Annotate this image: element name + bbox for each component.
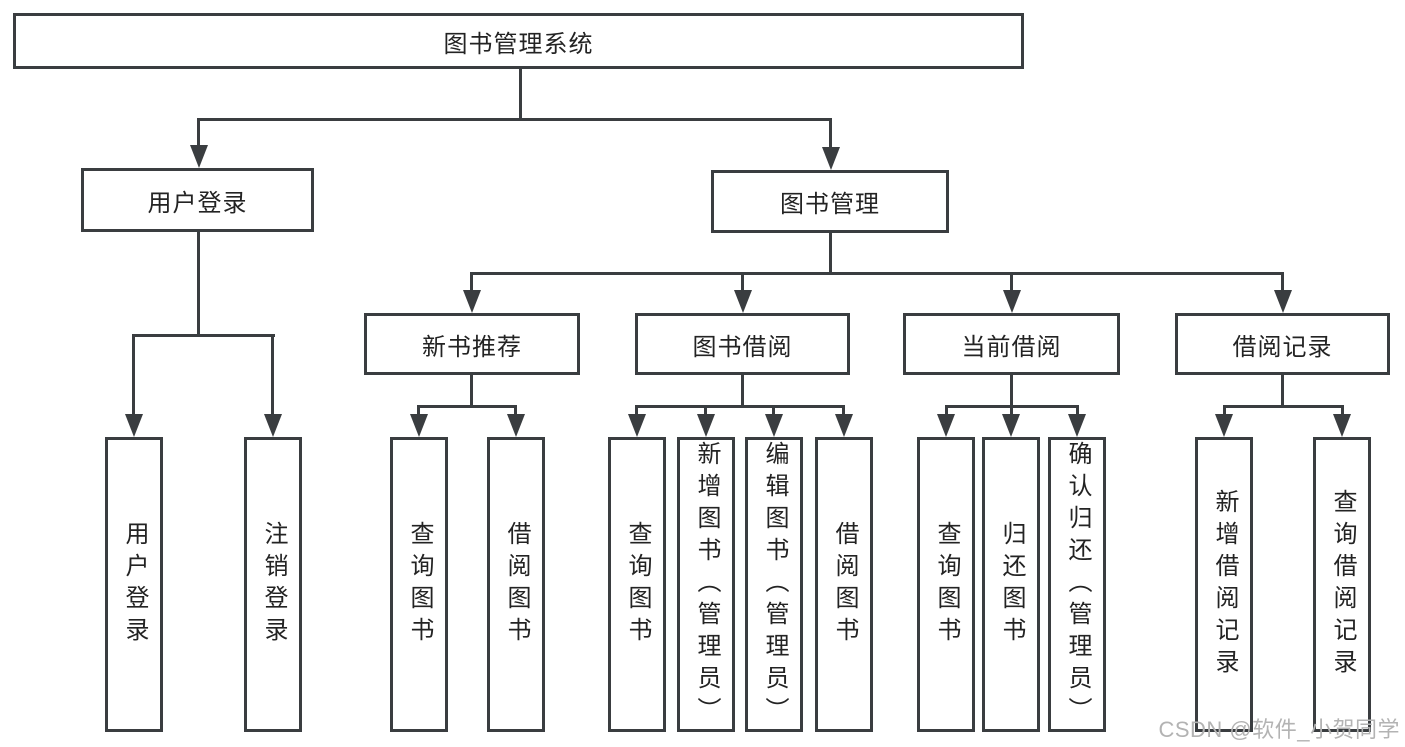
connector-line [1076, 405, 1079, 419]
node-library-system: 图书管理系统 [13, 13, 1024, 69]
connector-line [829, 233, 832, 272]
arrow-down-icon [697, 414, 715, 437]
leaf-query-books-recommend: 查询图书 [390, 437, 448, 732]
connector-line [132, 334, 135, 416]
leaf-query-books-current: 查询图书 [917, 437, 975, 732]
connector-line [1223, 405, 1343, 408]
connector-line [704, 405, 707, 419]
arrow-down-icon [1215, 414, 1233, 437]
arrow-down-icon [734, 290, 752, 313]
arrow-down-icon [410, 414, 428, 437]
leaf-query-books-borrow-label: 查询图书 [624, 520, 651, 649]
arrow-down-icon [1068, 414, 1086, 437]
leaf-user-login-label: 用户登录 [121, 520, 148, 649]
arrow-down-icon [1274, 290, 1292, 313]
connector-line [417, 405, 517, 408]
node-book-management: 图书管理 [711, 170, 949, 233]
leaf-edit-books-admin-label: 编辑图书（管理员） [761, 440, 788, 729]
connector-line [945, 405, 948, 419]
node-book-borrow: 图书借阅 [635, 313, 850, 375]
arrow-down-icon [1333, 414, 1351, 437]
leaf-return-books: 归还图书 [982, 437, 1040, 732]
node-new-book-recommend: 新书推荐 [364, 313, 580, 375]
leaf-query-borrow-record-label: 查询借阅记录 [1329, 488, 1356, 681]
leaf-logout: 注销登录 [244, 437, 302, 732]
node-borrow-records: 借阅记录 [1175, 313, 1390, 375]
connector-line [741, 375, 744, 408]
connector-line [635, 405, 845, 408]
connector-line [271, 334, 274, 416]
leaf-add-borrow-record-label: 新增借阅记录 [1211, 488, 1238, 681]
leaf-user-login: 用户登录 [105, 437, 163, 732]
connector-line [514, 405, 517, 419]
arrow-down-icon [1002, 414, 1020, 437]
leaf-query-books-current-label: 查询图书 [933, 520, 960, 649]
leaf-borrow-books-recommend-label: 借阅图书 [503, 520, 530, 649]
connector-line [1223, 405, 1226, 419]
watermark: CSDN @软件_小贺同学 [1158, 717, 1400, 742]
leaf-query-books-borrow: 查询图书 [608, 437, 666, 732]
connector-line [1010, 405, 1013, 419]
connector-line [1281, 375, 1284, 408]
leaf-borrow-books-label: 借阅图书 [831, 520, 858, 649]
arrow-down-icon [264, 414, 282, 437]
connector-line [470, 375, 473, 408]
leaf-return-books-label: 归还图书 [998, 520, 1025, 649]
connector-line [842, 405, 845, 419]
leaf-query-books-recommend-label: 查询图书 [406, 520, 433, 649]
connector-line [470, 272, 473, 292]
leaf-confirm-return-admin: 确认归还（管理员） [1048, 437, 1106, 732]
node-user-login: 用户登录 [81, 168, 314, 232]
arrow-down-icon [822, 147, 840, 170]
leaf-borrow-books-recommend: 借阅图书 [487, 437, 545, 732]
connector-line [1010, 375, 1013, 408]
connector-line [470, 272, 1284, 275]
arrow-down-icon [125, 414, 143, 437]
connector-line [519, 69, 522, 119]
leaf-edit-books-admin: 编辑图书（管理员） [745, 437, 803, 732]
leaf-add-books-admin: 新增图书（管理员） [677, 437, 735, 732]
arrow-down-icon [835, 414, 853, 437]
arrow-down-icon [765, 414, 783, 437]
connector-line [417, 405, 420, 419]
arrow-down-icon [463, 290, 481, 313]
arrow-down-icon [937, 414, 955, 437]
arrow-down-icon [190, 145, 208, 168]
connector-line [1281, 272, 1284, 292]
connector-line [741, 272, 744, 292]
connector-line [132, 334, 275, 337]
arrow-down-icon [507, 414, 525, 437]
connector-line [197, 118, 200, 150]
node-current-borrow: 当前借阅 [903, 313, 1120, 375]
connector-line [197, 232, 200, 334]
connector-line [635, 405, 638, 419]
leaf-add-borrow-record: 新增借阅记录 [1195, 437, 1253, 732]
connector-line [829, 118, 832, 150]
leaf-borrow-books: 借阅图书 [815, 437, 873, 732]
leaf-add-books-admin-label: 新增图书（管理员） [693, 440, 720, 729]
leaf-logout-label: 注销登录 [260, 520, 287, 649]
leaf-confirm-return-admin-label: 确认归还（管理员） [1064, 440, 1091, 729]
connector-line [1010, 272, 1013, 292]
arrow-down-icon [628, 414, 646, 437]
connector-line [1341, 405, 1344, 419]
connector-line [772, 405, 775, 419]
connector-line [197, 118, 832, 121]
arrow-down-icon [1003, 290, 1021, 313]
leaf-query-borrow-record: 查询借阅记录 [1313, 437, 1371, 732]
